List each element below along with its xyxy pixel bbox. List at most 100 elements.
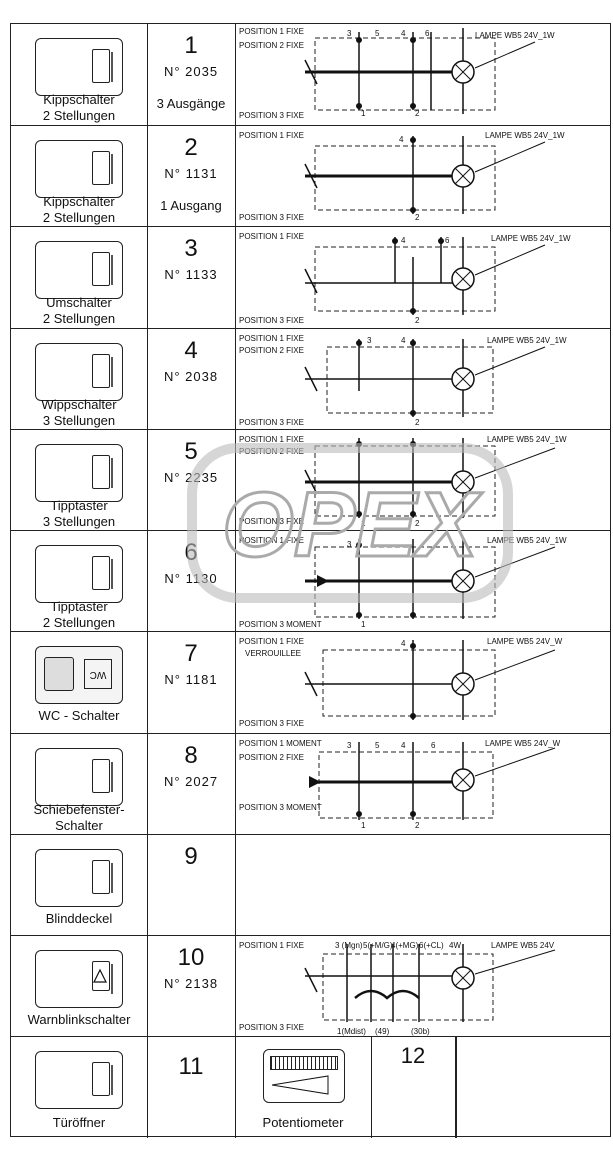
switch-number-12: 12 [400, 1043, 426, 1068]
position-top-label: POSITION 1 FIXE [239, 536, 304, 545]
part-ref: N° 1130 [164, 571, 218, 586]
terminal-1: 1 [361, 109, 366, 118]
switch-row-4: Wippschalter 3 Stellungen 4 N° 2038 POSI… [11, 329, 610, 430]
rocker-switch-icon [35, 140, 123, 198]
position-bottom-label: POSITION 3 MOMENT [239, 803, 322, 812]
switch-name: Blinddeckel [45, 911, 113, 926]
circuit-diagram: POSITION 1 FIXE VERROUILLEE POSITION 3 F… [239, 637, 563, 728]
terminal-2: 2 [415, 109, 420, 118]
switch-number-cell: 5 N° 2235 [147, 430, 236, 530]
switch-name: Umschalter [46, 295, 112, 310]
switch-number-cell: 6 N° 1130 [147, 531, 236, 631]
output-count: 3 Ausgänge [156, 96, 226, 111]
position-bottom-label: POSITION 3 FIXE [239, 418, 304, 427]
switch-name: Schiebefenster- [33, 802, 125, 817]
switch-number: 9 [184, 843, 198, 870]
terminal-2: 2 [415, 213, 420, 222]
terminal-5: 5 [375, 29, 380, 38]
position-top-label: POSITION 1 FIXE [239, 131, 304, 140]
terminal-6: 6 [445, 236, 450, 245]
switch-number: 5 [184, 438, 198, 465]
position-top-label: POSITION 1 FIXE [239, 637, 304, 646]
switch-positions: 3 Stellungen [42, 514, 116, 529]
switch-number-cell: 3 N° 1133 [147, 227, 236, 328]
part-ref: N° 2235 [163, 470, 219, 485]
switch-picture-cell: Kippschalter 2 Stellungen [11, 24, 148, 125]
position-top-label: POSITION 1 FIXE [239, 27, 304, 36]
switch-name: Tipptaster [50, 599, 108, 614]
lamp-label: LAMPE WB5 24V_1W [491, 234, 571, 243]
lamp-label: LAMPE WB5 24V_1W [487, 435, 567, 444]
circuit-diagram: POSITION 1 FIXE POSITION 3 MOMENT LAMPE … [239, 536, 567, 629]
terminal-3: 3 [347, 741, 352, 750]
terminal-6: 6 [431, 741, 436, 750]
lamp-label: LAMPE WB5 24V_1W [487, 536, 567, 545]
switch-positions: 2 Stellungen [42, 108, 116, 123]
circuit-diagram: POSITION 1 FIXE POSITION 3 FIXE LAMPE WB… [239, 232, 571, 325]
lamp-label: LAMPE WB5 24V_1W [485, 131, 565, 140]
switch-number: 6 [184, 539, 198, 566]
terminal-2: 2 [415, 316, 420, 325]
wc-label-icon: WC [84, 659, 112, 689]
terminal-4w: 4W [449, 941, 461, 950]
position-mid-label: POSITION 2 FIXE [239, 41, 304, 50]
switch-number: 8 [184, 742, 198, 769]
switch-name: Warnblinkschalter [27, 1012, 131, 1027]
position-mid-label: POSITION 2 FIXE [239, 447, 304, 456]
switch-number-cell: 10 N° 2138 [147, 936, 236, 1036]
position-bottom-label: POSITION 3 FIXE [239, 111, 304, 120]
part-ref: N° 2035 [163, 64, 219, 79]
circuit-diagram-cell: POSITION 1 FIXE POSITION 2 FIXE POSITION… [235, 329, 610, 429]
terminal-3: 3 [367, 336, 372, 345]
switch-number-cell: 1 N° 2035 3 Ausgänge [147, 24, 236, 125]
switch-row-2: Kippschalter 2 Stellungen 2 N° 1131 1 Au… [11, 126, 610, 227]
part-ref: N° 2027 [163, 774, 219, 789]
terminal-4: 4 [401, 741, 406, 750]
terminal-4: 4 [401, 639, 406, 648]
switch-number-cell: 2 N° 1131 1 Ausgang [147, 126, 236, 226]
switch-row-9: Blinddeckel 9 [11, 835, 610, 936]
switch-picture-cell: Tipptaster 2 Stellungen [11, 531, 148, 631]
switch-number: 4 [184, 337, 198, 364]
terminal-1: 1(Mdist) [337, 1027, 366, 1036]
switch-row-1: Kippschalter 2 Stellungen 1 N° 2035 3 Au… [11, 24, 610, 126]
terminal-4: 4(+MG) [391, 941, 419, 950]
position-top-label: POSITION 1 MOMENT [239, 739, 322, 748]
switch-name: Tipptaster [50, 498, 108, 513]
switch-number: 1 [184, 32, 198, 59]
switch-picture-cell: Blinddeckel [11, 835, 148, 935]
position-bottom-label: POSITION 3 FIXE [239, 517, 304, 526]
rocker-switch-icon [35, 343, 123, 401]
position-top-label: POSITION 1 FIXE [239, 334, 304, 343]
switch-positions: 2 Stellungen [42, 615, 116, 630]
position-top-label: POSITION 1 FIXE [239, 941, 304, 950]
switch-number: 10 [177, 944, 205, 971]
lamp-label: LAMPE WB5 24V_W [485, 739, 561, 748]
lock-slider-icon [44, 657, 74, 691]
switch-number: 2 [184, 134, 198, 161]
circuit-diagram-cell: POSITION 1 FIXE POSITION 3 MOMENT LAMPE … [235, 531, 610, 631]
switch-row-6: Tipptaster 2 Stellungen 6 N° 1130 POSITI… [11, 531, 610, 632]
terminal-6: 6(+CL) [419, 941, 444, 950]
terminal-2: 2 [415, 519, 420, 528]
circuit-diagram-cell: POSITION 1 FIXE POSITION 3 FIXE LAMPE WB… [235, 936, 610, 1036]
circuit-diagram-cell: POSITION 1 MOMENT POSITION 2 FIXE POSITI… [235, 734, 610, 834]
position-mid-label: POSITION 2 FIXE [239, 753, 304, 762]
terminal-3: 3 [347, 540, 352, 549]
circuit-diagram-cell: POSITION 1 FIXE POSITION 2 FIXE POSITION… [235, 430, 610, 530]
lamp-label: LAMPE WB5 24V_1W [475, 31, 555, 40]
lamp-label: LAMPE WB5 24V_W [487, 637, 563, 646]
switch-row-10: Warnblinkschalter 10 N° 2138 POSITION 1 … [11, 936, 610, 1037]
rocker-switch-icon [35, 748, 123, 806]
terminal-5: 5(+M/G) [363, 941, 393, 950]
wiring-sheet: Kippschalter 2 Stellungen 1 N° 2035 3 Au… [10, 23, 611, 1138]
switch-number-cell: 7 N° 1181 [147, 632, 236, 733]
circuit-diagram-cell [235, 835, 610, 935]
terminal-1: 1 [361, 519, 366, 528]
part-ref: N° 2138 [163, 976, 219, 991]
circuit-diagram: POSITION 1 FIXE POSITION 3 FIXE LAMPE WB… [239, 941, 556, 1036]
terminal-4: 4 [401, 236, 406, 245]
switch-number: 3 [184, 235, 198, 262]
part-ref: N° 2038 [163, 369, 219, 384]
terminal-1: 1 [361, 620, 366, 629]
